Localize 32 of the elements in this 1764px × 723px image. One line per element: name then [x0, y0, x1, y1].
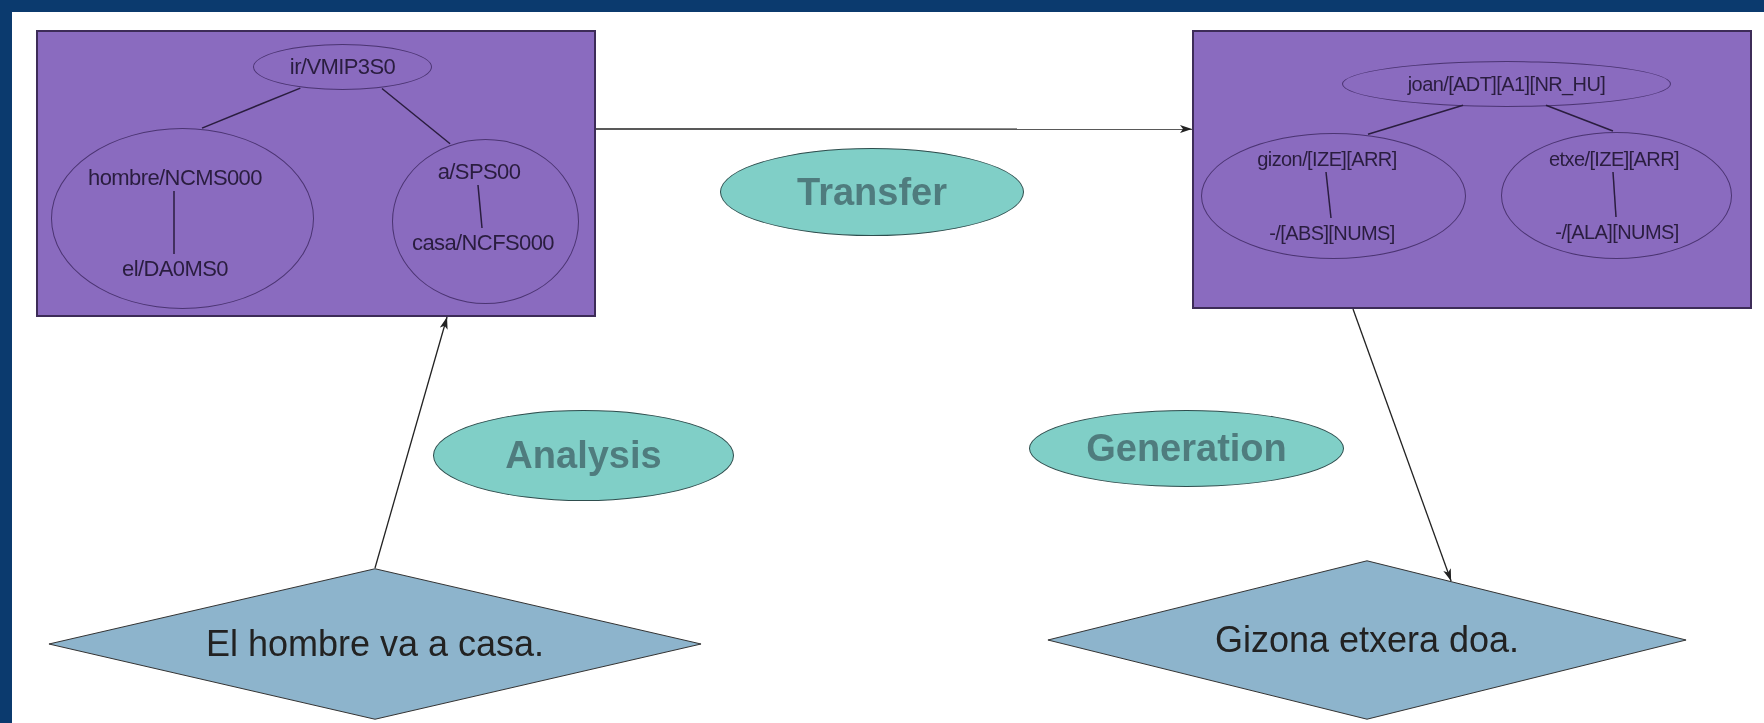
sentence-diamond	[47, 568, 703, 720]
tree-label: etxe/[IZE][ARR]	[1514, 145, 1714, 173]
sentence-text: Gizona etxera doa.	[1214, 619, 1520, 661]
tree-branch-line	[201, 87, 302, 129]
node-label: Generation	[1086, 427, 1287, 470]
tree-label: gizon/[IZE][ARR]	[1227, 145, 1427, 173]
tree-label: a/SPS00	[419, 158, 539, 186]
tree-label: casa/NCFS000	[393, 229, 573, 257]
tree-branch-line	[1367, 104, 1464, 135]
arrow	[595, 125, 1193, 134]
node-label: Transfer	[797, 170, 947, 214]
arrow	[1352, 308, 1452, 582]
subtree-ellipse	[1501, 132, 1732, 259]
node-label: joan/[ADT][A1][NR_HU]	[1407, 72, 1606, 96]
arrow	[374, 316, 448, 569]
panel	[36, 30, 596, 317]
node-label: Analysis	[505, 434, 662, 477]
tree-branch-line	[381, 87, 451, 145]
tree-branch-line	[173, 190, 175, 255]
tree-label: hombre/NCMS000	[60, 164, 290, 192]
subtree-ellipse	[51, 128, 314, 309]
node-label: ir/VMIP3S0	[289, 54, 396, 80]
tree-branch-line	[1612, 171, 1617, 218]
sentence-text: El hombre va a casa.	[205, 623, 545, 665]
tree-branch-line	[1325, 171, 1332, 219]
sentence-diamond	[1046, 560, 1688, 720]
tree-label: -/[ALA][NUMS]	[1517, 218, 1717, 246]
panel	[1192, 30, 1752, 309]
tree-label: -/[ABS][NUMS]	[1232, 219, 1432, 247]
tree-branch-line	[477, 184, 483, 229]
subtree-ellipse	[392, 139, 579, 304]
tree-label: el/DA0MS0	[95, 255, 255, 283]
